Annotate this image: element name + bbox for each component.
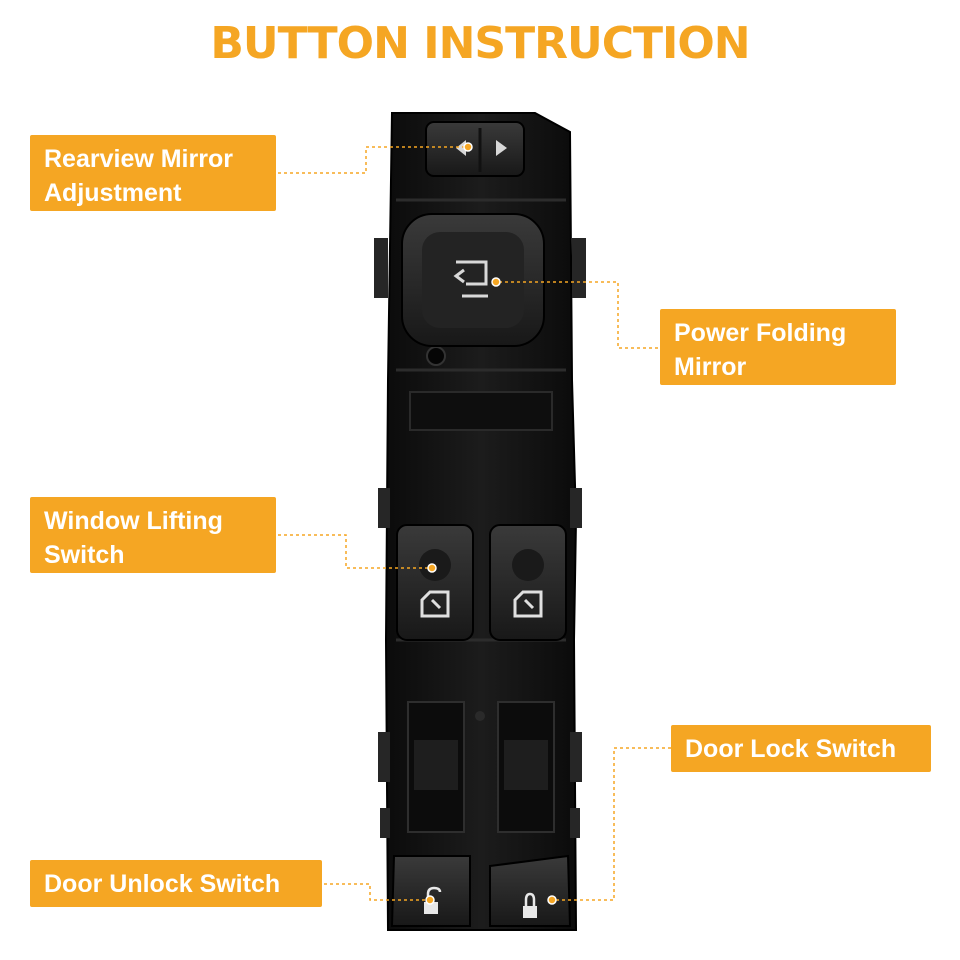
lower-switch-bays <box>407 701 555 833</box>
window-switch-left[interactable] <box>396 524 474 641</box>
callout-dots <box>425 142 557 905</box>
arrow-left-icon <box>456 140 466 156</box>
mirror-fold-icon <box>453 260 488 298</box>
door-lock-button[interactable] <box>489 854 572 927</box>
arrow-right-icon <box>496 140 507 156</box>
window-up-down-icon <box>420 590 450 618</box>
leader-lines <box>278 146 671 901</box>
padlock-open-icon <box>424 886 442 914</box>
window-switch-right[interactable] <box>489 524 567 641</box>
label-power-folding-mirror: Power Folding Mirror <box>660 309 896 385</box>
power-folding-button[interactable] <box>401 213 545 347</box>
mirror-adjust-rocker[interactable] <box>425 121 525 177</box>
padlock-closed-icon <box>523 892 537 918</box>
label-window-lifting-switch: Window Lifting Switch <box>30 497 276 573</box>
label-door-unlock-switch: Door Unlock Switch <box>30 860 322 907</box>
page-title: BUTTON INSTRUCTION <box>210 18 750 69</box>
label-door-lock-switch: Door Lock Switch <box>671 725 931 772</box>
window-up-down-icon <box>513 590 543 618</box>
label-rearview-mirror-adjustment: Rearview Mirror Adjustment <box>30 135 276 211</box>
door-unlock-button[interactable] <box>390 855 471 927</box>
